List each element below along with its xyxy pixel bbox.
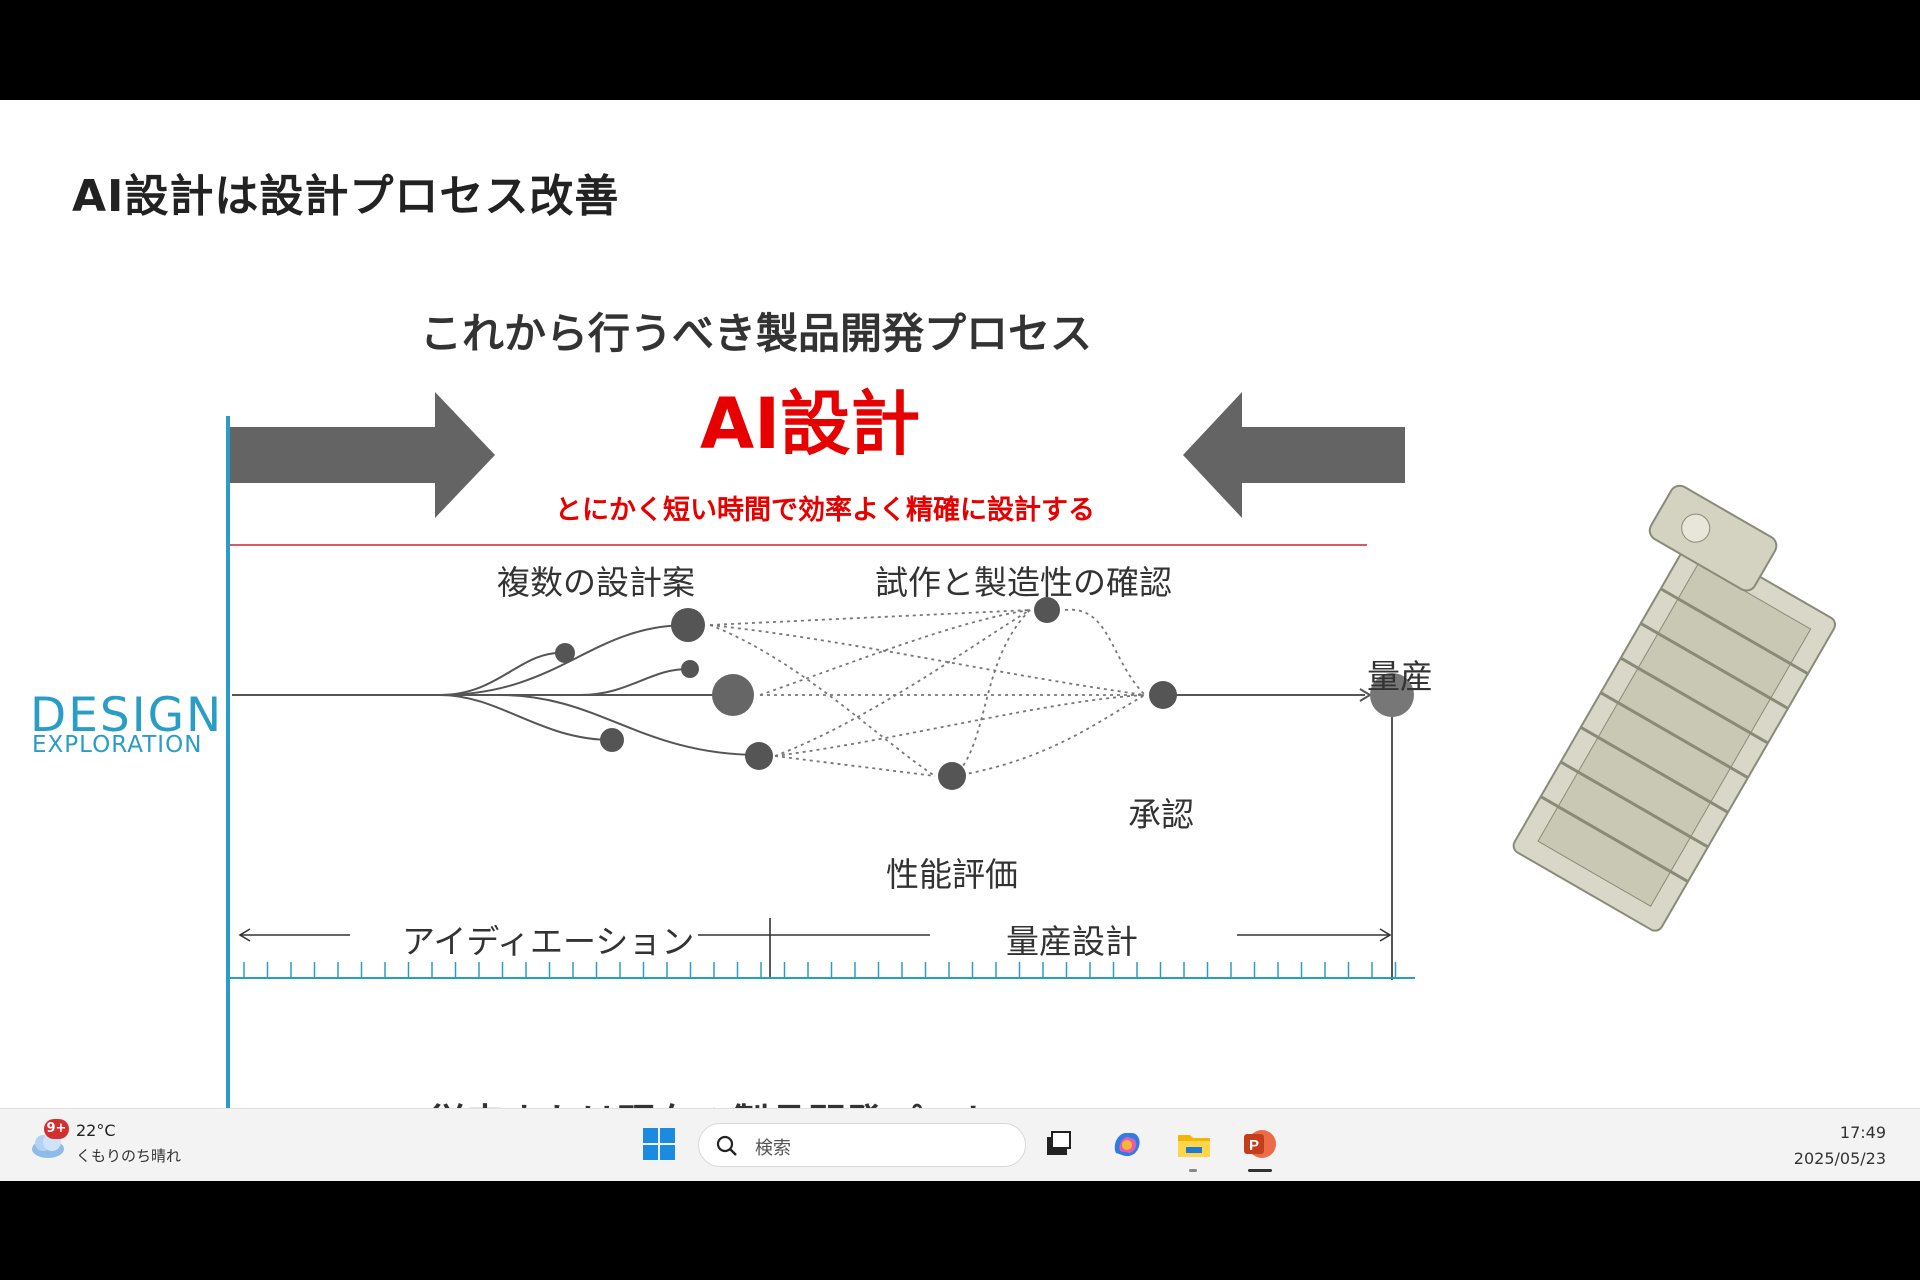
start-icon[interactable] <box>642 1127 676 1161</box>
right-arrow-shape <box>230 392 495 518</box>
label-multiple-designs: 複数の設計案 <box>497 563 695 602</box>
weather-notification-badge: 9+ <box>44 1119 69 1139</box>
explorer-running-indicator <box>1189 1169 1197 1172</box>
file-explorer-icon[interactable] <box>1176 1129 1212 1159</box>
slide-title: AI設計は設計プロセス改善 <box>72 171 620 222</box>
search-icon <box>716 1135 737 1156</box>
presentation-slide: AI設計は設計プロセス改善 これから行うべき製品開発プロセス AI設計 とにかく… <box>0 100 1920 1108</box>
process-diagram <box>226 392 1837 1108</box>
design-exploration-logo-top: DESIGN <box>30 688 224 743</box>
center-design-node <box>712 674 754 716</box>
weather-description[interactable]: くもりのち晴れ <box>76 1147 182 1165</box>
windows-taskbar: 9+ 22°C くもりのち晴れ 検索 P 17:49 2025/05/23 <box>0 1108 1920 1181</box>
ai-design-heading: AI設計 <box>700 383 921 465</box>
label-approval: 承認 <box>1128 795 1194 834</box>
weather-icon[interactable] <box>28 1127 66 1159</box>
ai-design-tagline: とにかく短い時間で効率よく精確に設計する <box>555 495 1095 526</box>
part-illustration <box>1512 484 1837 932</box>
process-subtitle: これから行うべき製品開発プロセス <box>420 309 1093 358</box>
label-mass-production: 量産 <box>1367 657 1433 696</box>
clock-date[interactable]: 2025/05/23 <box>1793 1149 1886 1168</box>
phase-mass-design: 量産設計 <box>1006 922 1138 961</box>
label-performance-eval: 性能評価 <box>886 855 1018 894</box>
taskbar-search[interactable]: 検索 <box>698 1123 1026 1167</box>
design-exploration-logo-bottom: EXPLORATION <box>32 732 203 758</box>
powerpoint-icon[interactable]: P <box>1242 1126 1278 1162</box>
mass-production-node <box>1370 673 1414 717</box>
clock-time[interactable]: 17:49 <box>1839 1123 1886 1142</box>
weather-temperature[interactable]: 22°C <box>76 1121 116 1140</box>
svg-text:P: P <box>1249 1137 1259 1154</box>
search-placeholder: 検索 <box>755 1138 791 1159</box>
label-prototype-check: 試作と製造性の確認 <box>875 563 1172 602</box>
left-arrow-shape <box>1183 392 1405 518</box>
powerpoint-active-indicator <box>1248 1169 1272 1172</box>
phase-ideation: アイディエーション <box>402 922 695 961</box>
copilot-icon[interactable] <box>1110 1127 1144 1161</box>
cutoff-heading: 従来または現在の製品開発プロセス <box>428 1092 1036 1108</box>
task-view-icon[interactable] <box>1044 1129 1074 1159</box>
